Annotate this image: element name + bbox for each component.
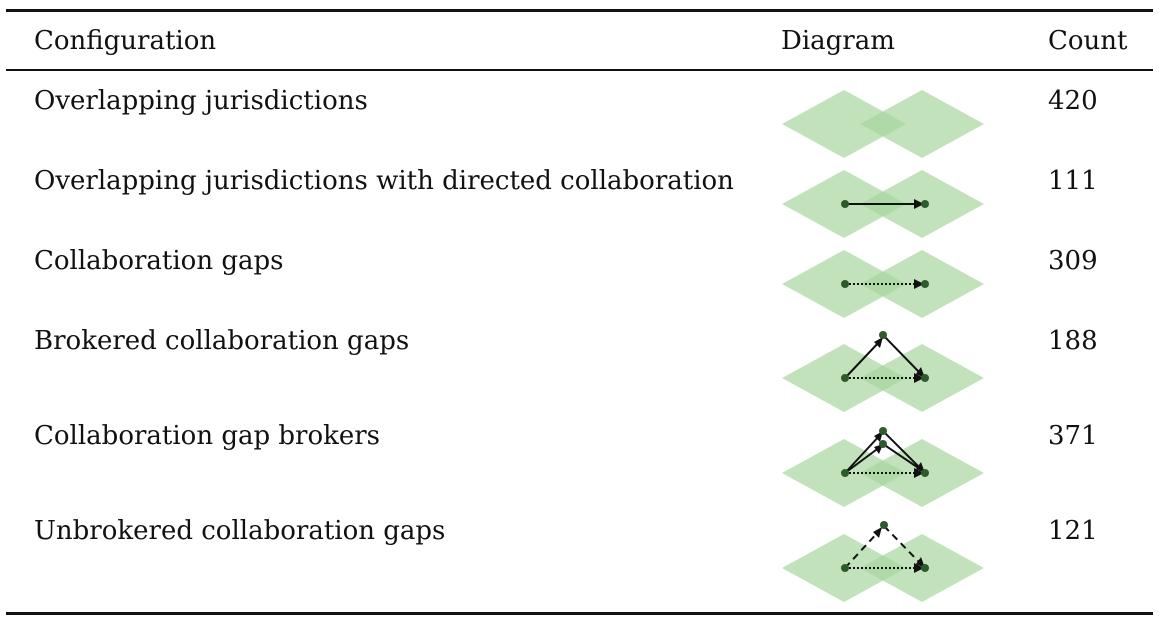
row-4-count: 188 xyxy=(1048,326,1098,356)
row-5-diagram-brokers xyxy=(782,427,984,507)
row-2-configuration: Overlapping jurisdictions with directed … xyxy=(34,166,734,196)
table-top-rule xyxy=(6,9,1153,12)
row-4-diagram-brokered xyxy=(782,331,984,412)
row-1-diagram-overlap xyxy=(782,90,984,158)
row-6-diagram-unbrokered xyxy=(782,521,984,602)
row-6-count: 121 xyxy=(1048,516,1098,546)
row-2-count: 111 xyxy=(1048,166,1098,196)
header-configuration: Configuration xyxy=(34,26,217,56)
row-4-configuration: Brokered collaboration gaps xyxy=(34,326,410,356)
row-1-count: 420 xyxy=(1048,86,1098,116)
header-count: Count xyxy=(1048,26,1128,56)
row-3-configuration: Collaboration gaps xyxy=(34,246,284,276)
row-1-configuration: Overlapping jurisdictions xyxy=(34,86,368,116)
table-header-rule xyxy=(6,69,1153,71)
header-diagram: Diagram xyxy=(781,26,895,56)
row-5-count: 371 xyxy=(1048,421,1098,451)
row-3-count: 309 xyxy=(1048,246,1098,276)
row-6-configuration: Unbrokered collaboration gaps xyxy=(34,516,446,546)
row-3-diagram-gap xyxy=(782,250,984,318)
table-bottom-rule xyxy=(6,612,1153,615)
row-2-diagram-directed xyxy=(782,170,984,238)
row-5-configuration: Collaboration gap brokers xyxy=(34,421,381,451)
